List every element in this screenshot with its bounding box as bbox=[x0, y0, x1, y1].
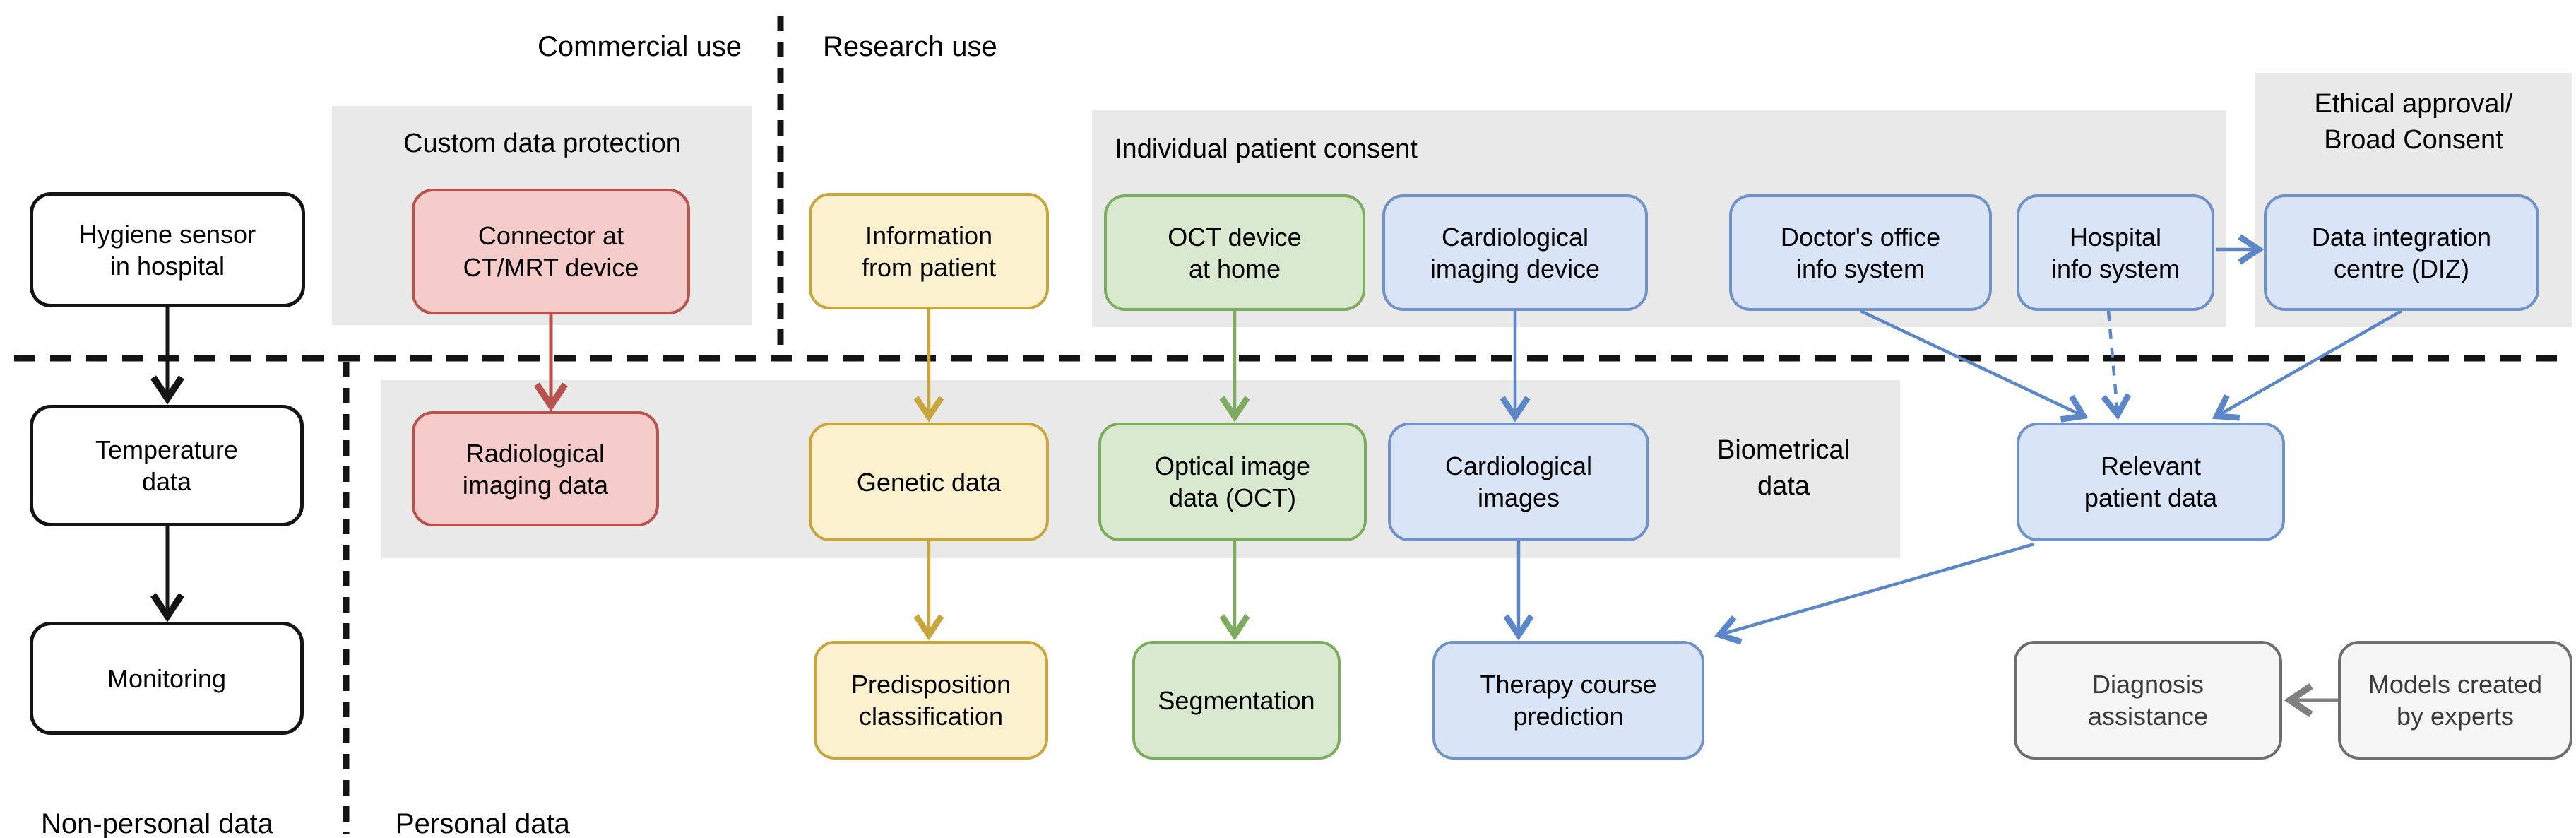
non-personal-data-label: Non-personal data bbox=[40, 808, 274, 838]
arrow-relevant-to-therapy bbox=[1714, 542, 2035, 645]
research-use-label: Research use bbox=[823, 31, 997, 62]
arrow-doctorsoffice-to-relevant bbox=[1860, 309, 2089, 423]
node-cardiological-images: Cardiological images bbox=[1388, 423, 1649, 541]
panel-custom-label: Custom data protection bbox=[403, 129, 681, 158]
node-connector-ct-mrt: Connector at CT/MRT device bbox=[412, 189, 690, 314]
node-hospital-info-system: Hospital info system bbox=[2017, 194, 2214, 311]
node-oct-device-at-home: OCT device at home bbox=[1104, 194, 1365, 311]
panel-biometrical-label: Biometrical data bbox=[1717, 435, 1850, 502]
node-monitoring: Monitoring bbox=[30, 622, 304, 735]
node-temperature-data: Temperature data bbox=[30, 405, 304, 526]
node-relevant-patient-data: Relevant patient data bbox=[2017, 423, 2285, 541]
personal-data-label: Personal data bbox=[396, 808, 570, 838]
node-diagnosis-assistance: Diagnosis assistance bbox=[2014, 641, 2282, 760]
node-genetic-data: Genetic data bbox=[809, 423, 1049, 541]
node-models-created-by-experts: Models created by experts bbox=[2338, 641, 2572, 760]
node-radiological-imaging-data: Radiological imaging data bbox=[412, 411, 659, 526]
node-information-from-patient: Information from patient bbox=[809, 193, 1049, 309]
node-therapy-course-prediction: Therapy course prediction bbox=[1432, 641, 1704, 760]
arrow-hospital-to-relevant-dashed bbox=[2101, 310, 2132, 420]
node-hygiene-sensor: Hygiene sensor in hospital bbox=[30, 192, 305, 307]
node-optical-image-data: Optical image data (OCT) bbox=[1098, 423, 1367, 541]
commercial-use-label: Commercial use bbox=[538, 31, 742, 62]
panel-ethical-label: Ethical approval/ Broad Consent bbox=[2314, 89, 2513, 155]
node-doctors-office-info-system: Doctor's office info system bbox=[1729, 194, 1992, 311]
panel-individual-label: Individual patient consent bbox=[1115, 134, 1418, 164]
node-data-integration-centre: Data integration centre (DIZ) bbox=[2264, 194, 2539, 311]
node-predisposition-classification: Predisposition classification bbox=[814, 641, 1048, 760]
arrow-diz-to-relevant bbox=[2212, 309, 2403, 421]
node-segmentation: Segmentation bbox=[1132, 641, 1341, 760]
node-cardiological-imaging-device: Cardiological imaging device bbox=[1382, 194, 1648, 311]
